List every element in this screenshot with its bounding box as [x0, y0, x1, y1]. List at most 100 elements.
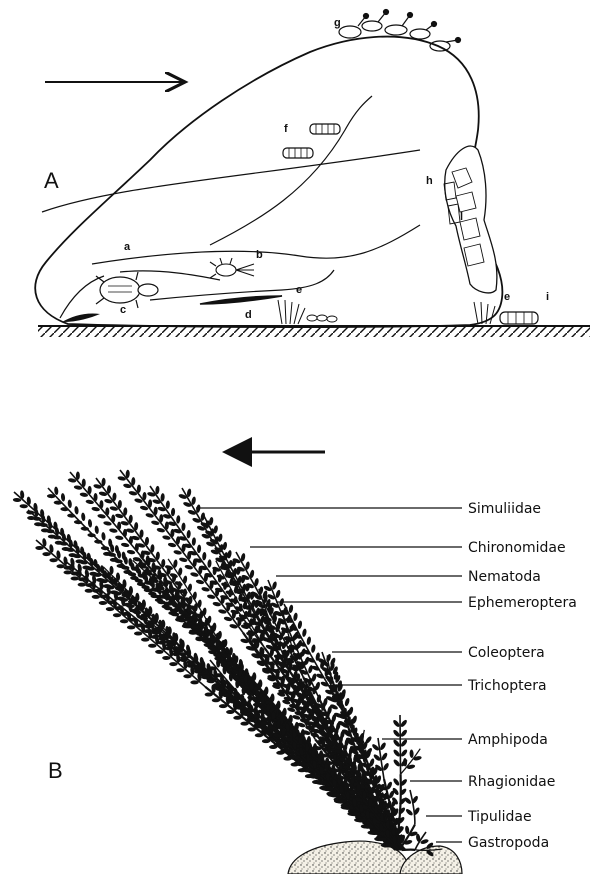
moss-leaf: [148, 644, 156, 648]
moss-leaf: [226, 710, 234, 714]
moss-leaf: [121, 542, 130, 547]
moss-leaf: [248, 727, 256, 731]
pebbles-under-stone: [307, 315, 337, 322]
moss-leaf: [92, 595, 100, 599]
nymph-b: [210, 258, 254, 278]
taxon-label-amphipoda: Amphipoda: [468, 732, 548, 748]
taxon-label-ephemeroptera: Ephemeroptera: [468, 595, 577, 611]
taxon-label-trichoptera: Trichoptera: [467, 678, 547, 694]
label-e-right: e: [504, 291, 510, 303]
moss-leaf: [297, 620, 303, 629]
moss-leaf: [105, 507, 109, 515]
moss-leaf: [155, 486, 160, 495]
moss-leaf: [115, 535, 124, 540]
moss-plant: [13, 470, 442, 858]
moss-leaf: [219, 704, 227, 708]
moss-leaf: [171, 508, 176, 517]
label-b: b: [256, 249, 263, 261]
moss-leaf: [186, 530, 191, 539]
moss-leaf: [91, 506, 100, 511]
moss-leaf: [176, 515, 181, 524]
taxon-label-coleoptera: Coleoptera: [468, 645, 545, 661]
label-h: h: [426, 175, 433, 187]
moss-leaf: [109, 528, 118, 533]
moss-branch: [410, 790, 415, 825]
moss-leaf: [101, 532, 106, 541]
moss-leaf: [302, 628, 308, 637]
moss-leaf: [320, 681, 329, 688]
moss-leaf: [85, 499, 94, 504]
moss-leaf: [275, 589, 281, 598]
moss-leaf: [197, 545, 202, 554]
moss-leaf: [155, 650, 163, 654]
tuft-e-1: [278, 300, 305, 324]
moss-leaf: [169, 662, 177, 666]
case-i: [500, 312, 538, 324]
moss-leaf: [82, 479, 86, 487]
moss-leaf: [117, 522, 121, 530]
panel-b: B SimuliidaeChironomidaeNematodaEphemero…: [13, 452, 577, 874]
moss-leaf: [325, 653, 331, 662]
label-d: d: [245, 309, 252, 321]
moss-leaf: [54, 486, 59, 495]
moss-leaf: [71, 576, 79, 580]
taxon-label-chironomidae: Chironomidae: [468, 540, 566, 556]
label-i: i: [546, 291, 549, 303]
moss-leaf: [19, 504, 28, 508]
taxon-label-rhagionidae: Rhagionidae: [468, 774, 555, 790]
moss-leaf: [106, 607, 114, 611]
moss-leaf: [409, 749, 413, 758]
label-a: a: [124, 241, 131, 253]
moss-leaf: [307, 665, 313, 674]
moss-leaf: [344, 697, 350, 706]
moss-leaf: [397, 806, 406, 815]
moss-leaf: [311, 644, 317, 653]
larva-a: [96, 272, 158, 308]
panel-a-letter: A: [44, 168, 59, 193]
moss-leaf: [293, 612, 299, 621]
moss-leaf: [212, 698, 220, 702]
moss-leaf: [288, 604, 294, 613]
moss-leaf: [76, 471, 80, 479]
moss-leaf: [93, 493, 97, 501]
moss-branch: [400, 715, 401, 774]
taxon-label-tipulidae: Tipulidae: [467, 809, 532, 825]
moss-leaf: [165, 500, 170, 509]
moss-leaf: [134, 631, 142, 635]
taxon-label-nematoda: Nematoda: [468, 569, 541, 585]
moss-leaf: [160, 493, 165, 502]
label-c: c: [120, 304, 126, 316]
label-f: f: [284, 123, 288, 135]
shadow-c: [62, 313, 100, 322]
moss-leaf: [187, 583, 192, 592]
moss-leaf: [103, 521, 112, 526]
moss-leaf: [202, 552, 207, 561]
caddis-cases-f: [283, 124, 340, 158]
moss-leaf: [99, 500, 103, 508]
moss-leaf: [78, 583, 86, 587]
moss-leaf: [111, 514, 115, 522]
moss-leaf: [74, 506, 79, 515]
moss-leaf: [141, 638, 149, 642]
label-g: g: [334, 17, 341, 29]
moss-leaf: [67, 513, 76, 518]
moss-leaf: [255, 733, 263, 737]
moss-leaf: [85, 589, 93, 593]
moss-leaf: [67, 499, 72, 508]
taxon-label-simuliidae: Simuliidae: [468, 501, 541, 517]
moss-leaf: [181, 522, 186, 531]
moss-leaf: [88, 519, 93, 528]
moss-leaf: [162, 656, 170, 660]
moss-leaf: [192, 591, 197, 600]
moss-leaf: [192, 537, 197, 546]
moss-leaf: [60, 507, 69, 512]
panel-a: A a b c d e e f g h i l: [35, 10, 590, 338]
moss-leaf: [99, 601, 107, 605]
moss-leaf: [392, 777, 400, 786]
moss-leaf: [205, 692, 213, 696]
panel-b-letter: B: [48, 758, 63, 783]
label-l: l: [460, 211, 463, 223]
moss-leaf: [127, 625, 135, 629]
moss-leaf: [61, 493, 66, 502]
moss-leaf: [176, 668, 184, 672]
